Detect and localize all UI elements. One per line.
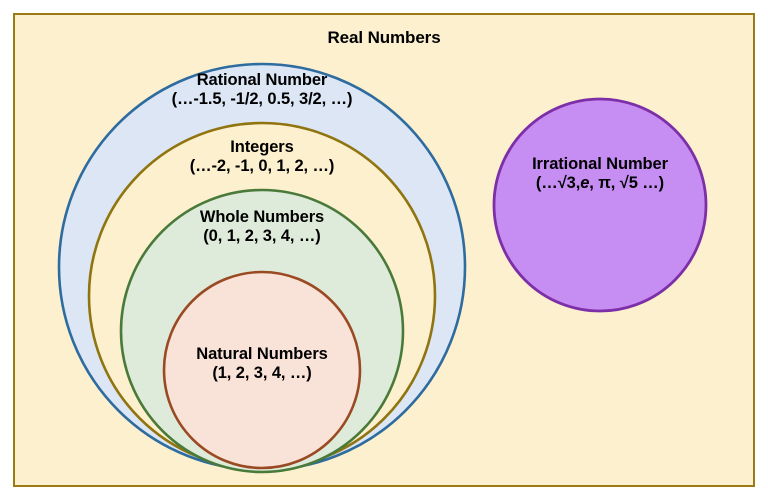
label-irrational-examples: (…√3,e, π, √5 …) (490, 174, 710, 193)
label-natural-numbers-name: Natural Numbers (196, 345, 328, 363)
label-integers-examples: (…-2, -1, 0, 1, 2, …) (189, 157, 335, 176)
label-rational-name: Rational Number (196, 71, 328, 89)
label-irrational-name: Irrational Number (532, 155, 668, 173)
label-integers: Integers (…-2, -1, 0, 1, 2, …) (122, 138, 402, 177)
page-title: Real Numbers (327, 28, 441, 47)
label-rational-number: Rational Number (…-1.5, -1/2, 0.5, 3/2, … (102, 71, 422, 110)
label-natural-numbers: Natural Numbers (1, 2, 3, 4, …) (132, 345, 392, 384)
label-whole-numbers: Whole Numbers (0, 1, 2, 3, 4, …) (132, 208, 392, 247)
label-whole-numbers-name: Whole Numbers (199, 208, 325, 226)
label-integers-name: Integers (230, 138, 294, 156)
label-irrational-examples-prefix: (…√3, (535, 174, 581, 193)
label-irrational-examples-e: e (580, 174, 590, 193)
label-irrational-examples-suffix: , π, √5 …) (589, 174, 665, 193)
label-rational-examples: (…-1.5, -1/2, 0.5, 3/2, …) (171, 90, 353, 109)
label-natural-numbers-examples: (1, 2, 3, 4, …) (212, 364, 312, 383)
label-whole-numbers-examples: (0, 1, 2, 3, 4, …) (203, 227, 321, 246)
label-irrational-number: Irrational Number (…√3,e, π, √5 …) (490, 155, 710, 194)
